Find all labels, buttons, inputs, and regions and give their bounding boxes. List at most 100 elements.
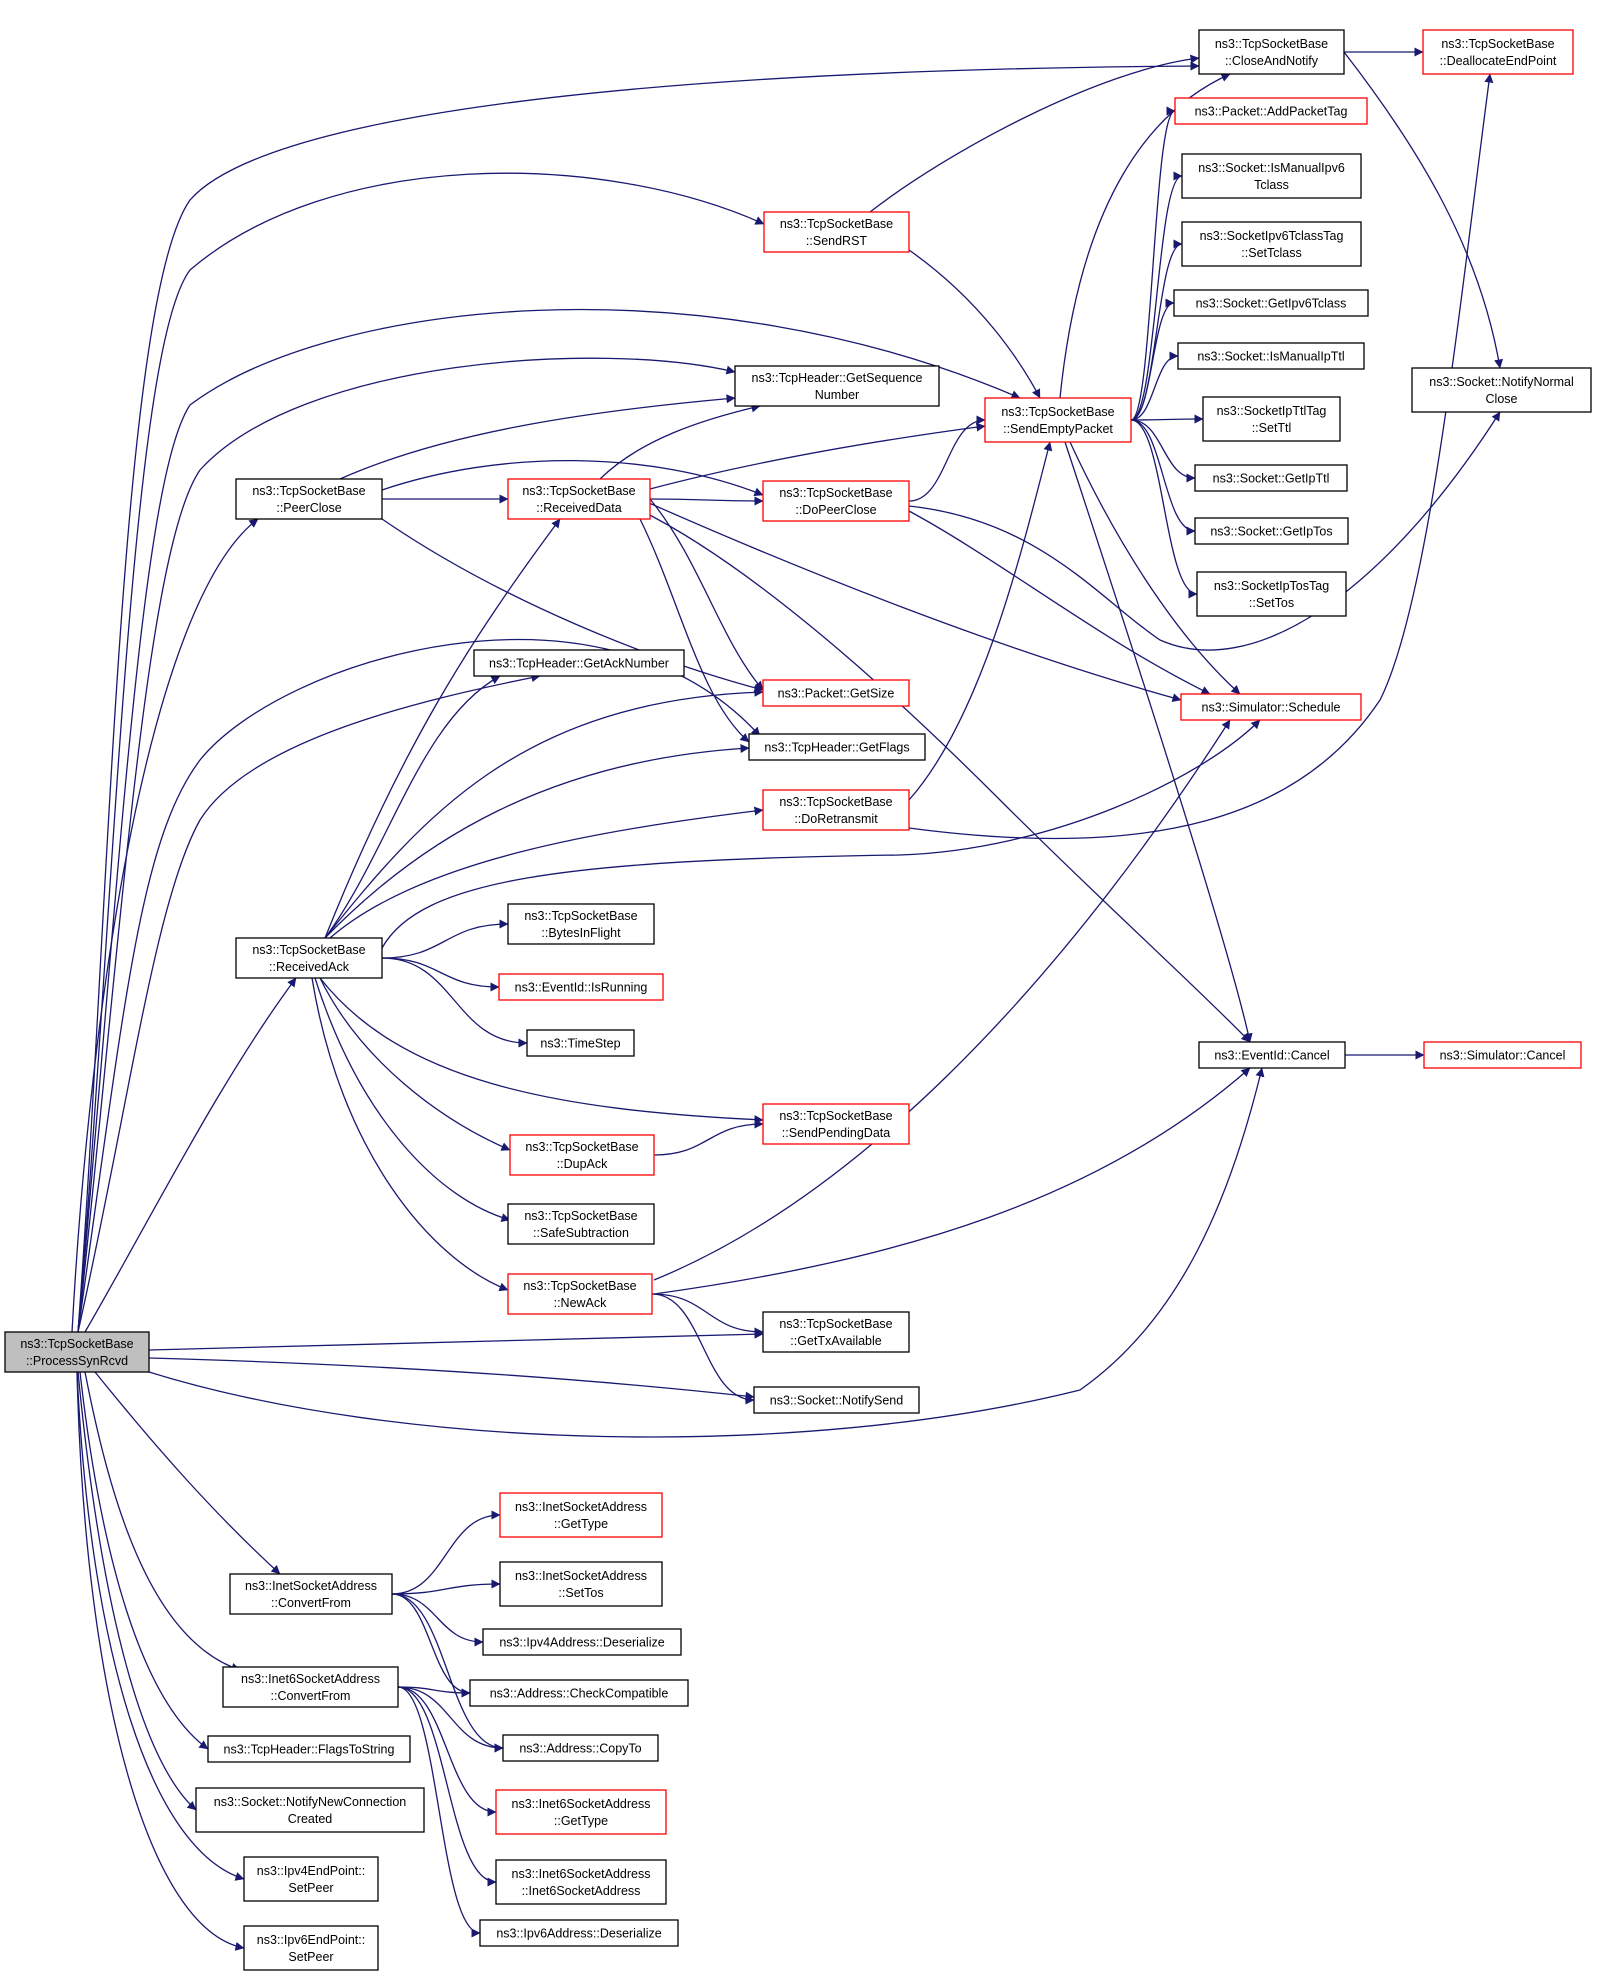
node-rack[interactable]: ns3::TcpSocketBase::ReceivedAck xyxy=(235,937,383,979)
node-box[interactable] xyxy=(1181,221,1362,267)
node-box[interactable] xyxy=(482,1628,682,1656)
node-box[interactable] xyxy=(235,937,383,979)
node-box[interactable] xyxy=(1198,29,1345,75)
node-dupack[interactable]: ns3::TcpSocketBase::DupAck xyxy=(509,1134,655,1176)
node-ip6ep[interactable]: ns3::Ipv6EndPoint::SetPeer xyxy=(243,1925,379,1971)
node-box[interactable] xyxy=(495,1859,667,1905)
node-i6sa_c[interactable]: ns3::Inet6SocketAddress::Inet6SocketAddr… xyxy=(495,1859,667,1905)
node-box[interactable] xyxy=(762,480,910,522)
node-sttlt[interactable]: ns3::SocketIpTtlTag::SetTtl xyxy=(1202,396,1341,442)
node-pclose[interactable]: ns3::TcpSocketBase::PeerClose xyxy=(235,478,383,520)
node-dpc[interactable]: ns3::TcpSocketBase::DoPeerClose xyxy=(762,480,910,522)
node-box[interactable] xyxy=(243,1925,379,1971)
node-box[interactable] xyxy=(507,1273,653,1315)
node-isa_cf[interactable]: ns3::InetSocketAddress::ConvertFrom xyxy=(229,1573,393,1615)
node-isrun[interactable]: ns3::EventId::IsRunning xyxy=(498,973,664,1001)
node-box[interactable] xyxy=(473,649,685,677)
node-box[interactable] xyxy=(762,1311,910,1353)
node-sched[interactable]: ns3::Simulator::Schedule xyxy=(1180,693,1362,721)
node-box[interactable] xyxy=(229,1573,393,1615)
node-simcancel[interactable]: ns3::Simulator::Cancel xyxy=(1423,1041,1582,1069)
node-gttl[interactable]: ns3::Socket::GetIpTtl xyxy=(1194,464,1348,492)
node-can[interactable]: ns3::TcpSocketBase::CloseAndNotify xyxy=(1198,29,1345,75)
node-box[interactable] xyxy=(499,1561,663,1607)
node-gtxa[interactable]: ns3::TcpSocketBase::GetTxAvailable xyxy=(762,1311,910,1353)
node-box[interactable] xyxy=(984,397,1132,443)
node-ip4des[interactable]: ns3::Ipv4Address::Deserialize xyxy=(482,1628,682,1656)
node-box[interactable] xyxy=(762,789,910,831)
node-box[interactable] xyxy=(509,1134,655,1176)
node-safesub[interactable]: ns3::TcpSocketBase::SafeSubtraction xyxy=(507,1203,655,1245)
node-box[interactable] xyxy=(526,1029,635,1057)
node-box[interactable] xyxy=(479,1919,679,1947)
node-tstep[interactable]: ns3::TimeStep xyxy=(526,1029,635,1057)
node-evcancel[interactable]: ns3::EventId::Cancel xyxy=(1198,1041,1346,1069)
node-box[interactable] xyxy=(1194,464,1348,492)
node-box[interactable] xyxy=(507,1203,655,1245)
node-rdata[interactable]: ns3::TcpSocketBase::ReceivedData xyxy=(507,478,651,520)
node-box[interactable] xyxy=(498,973,664,1001)
node-box[interactable] xyxy=(495,1789,667,1835)
node-box[interactable] xyxy=(762,679,910,707)
node-bif[interactable]: ns3::TcpSocketBase::BytesInFlight xyxy=(507,903,655,945)
node-box[interactable] xyxy=(207,1735,411,1763)
node-isa_st[interactable]: ns3::InetSocketAddress::SetTos xyxy=(499,1561,663,1607)
node-sep[interactable]: ns3::TcpSocketBase::SendEmptyPacket xyxy=(984,397,1132,443)
node-ip6des[interactable]: ns3::Ipv6Address::Deserialize xyxy=(479,1919,679,1947)
node-gflags[interactable]: ns3::TcpHeader::GetFlags xyxy=(748,733,926,761)
node-isa_gt[interactable]: ns3::InetSocketAddress::GetType xyxy=(499,1492,663,1538)
node-nsend[interactable]: ns3::Socket::NotifySend xyxy=(753,1386,920,1414)
node-box[interactable] xyxy=(1177,342,1365,370)
node-box[interactable] xyxy=(243,1856,379,1902)
node-box[interactable] xyxy=(748,733,926,761)
node-box[interactable] xyxy=(734,365,940,407)
node-box[interactable] xyxy=(762,1103,910,1145)
node-box[interactable] xyxy=(1181,153,1362,199)
node-imttl[interactable]: ns3::Socket::IsManualIpTtl xyxy=(1177,342,1365,370)
node-box[interactable] xyxy=(1411,367,1592,413)
node-gi6tc[interactable]: ns3::Socket::GetIpv6Tclass xyxy=(1173,289,1369,317)
node-box[interactable] xyxy=(4,1331,150,1373)
node-box[interactable] xyxy=(195,1787,425,1833)
node-box[interactable] xyxy=(753,1386,920,1414)
node-box[interactable] xyxy=(1423,1041,1582,1069)
node-box[interactable] xyxy=(1202,396,1341,442)
node-box[interactable] xyxy=(1422,29,1574,75)
node-box[interactable] xyxy=(1180,693,1362,721)
node-box[interactable] xyxy=(507,478,651,520)
node-si6tt[interactable]: ns3::SocketIpv6TclassTag::SetTclass xyxy=(1181,221,1362,267)
node-gack[interactable]: ns3::TcpHeader::GetAckNumber xyxy=(473,649,685,677)
node-gtos[interactable]: ns3::Socket::GetIpTos xyxy=(1194,517,1349,545)
node-dep[interactable]: ns3::TcpSocketBase::DeallocateEndPoint xyxy=(1422,29,1574,75)
node-stost[interactable]: ns3::SocketIpTosTag::SetTos xyxy=(1196,571,1347,617)
node-i6sa_gt[interactable]: ns3::Inet6SocketAddress::GetType xyxy=(495,1789,667,1835)
node-box[interactable] xyxy=(502,1734,659,1762)
node-i6sa_cf[interactable]: ns3::Inet6SocketAddress::ConvertFrom xyxy=(222,1666,399,1708)
node-psize[interactable]: ns3::Packet::GetSize xyxy=(762,679,910,707)
node-psr[interactable]: ns3::TcpSocketBase::ProcessSynRcvd xyxy=(4,1331,150,1373)
node-box[interactable] xyxy=(763,211,910,253)
node-newack[interactable]: ns3::TcpSocketBase::NewAck xyxy=(507,1273,653,1315)
node-addrcc[interactable]: ns3::Address::CheckCompatible xyxy=(469,1679,689,1707)
node-box[interactable] xyxy=(1196,571,1347,617)
node-box[interactable] xyxy=(507,903,655,945)
node-spd[interactable]: ns3::TcpSocketBase::SendPendingData xyxy=(762,1103,910,1145)
node-box[interactable] xyxy=(1174,97,1368,125)
node-doretx[interactable]: ns3::TcpSocketBase::DoRetransmit xyxy=(762,789,910,831)
node-box[interactable] xyxy=(222,1666,399,1708)
node-box[interactable] xyxy=(235,478,383,520)
node-apt[interactable]: ns3::Packet::AddPacketTag xyxy=(1174,97,1368,125)
node-sendrst[interactable]: ns3::TcpSocketBase::SendRST xyxy=(763,211,910,253)
node-box[interactable] xyxy=(1173,289,1369,317)
node-box[interactable] xyxy=(469,1679,689,1707)
node-addrct[interactable]: ns3::Address::CopyTo xyxy=(502,1734,659,1762)
node-fts[interactable]: ns3::TcpHeader::FlagsToString xyxy=(207,1735,411,1763)
node-ip4ep[interactable]: ns3::Ipv4EndPoint::SetPeer xyxy=(243,1856,379,1902)
node-box[interactable] xyxy=(1198,1041,1346,1069)
node-box[interactable] xyxy=(499,1492,663,1538)
node-box[interactable] xyxy=(1194,517,1349,545)
